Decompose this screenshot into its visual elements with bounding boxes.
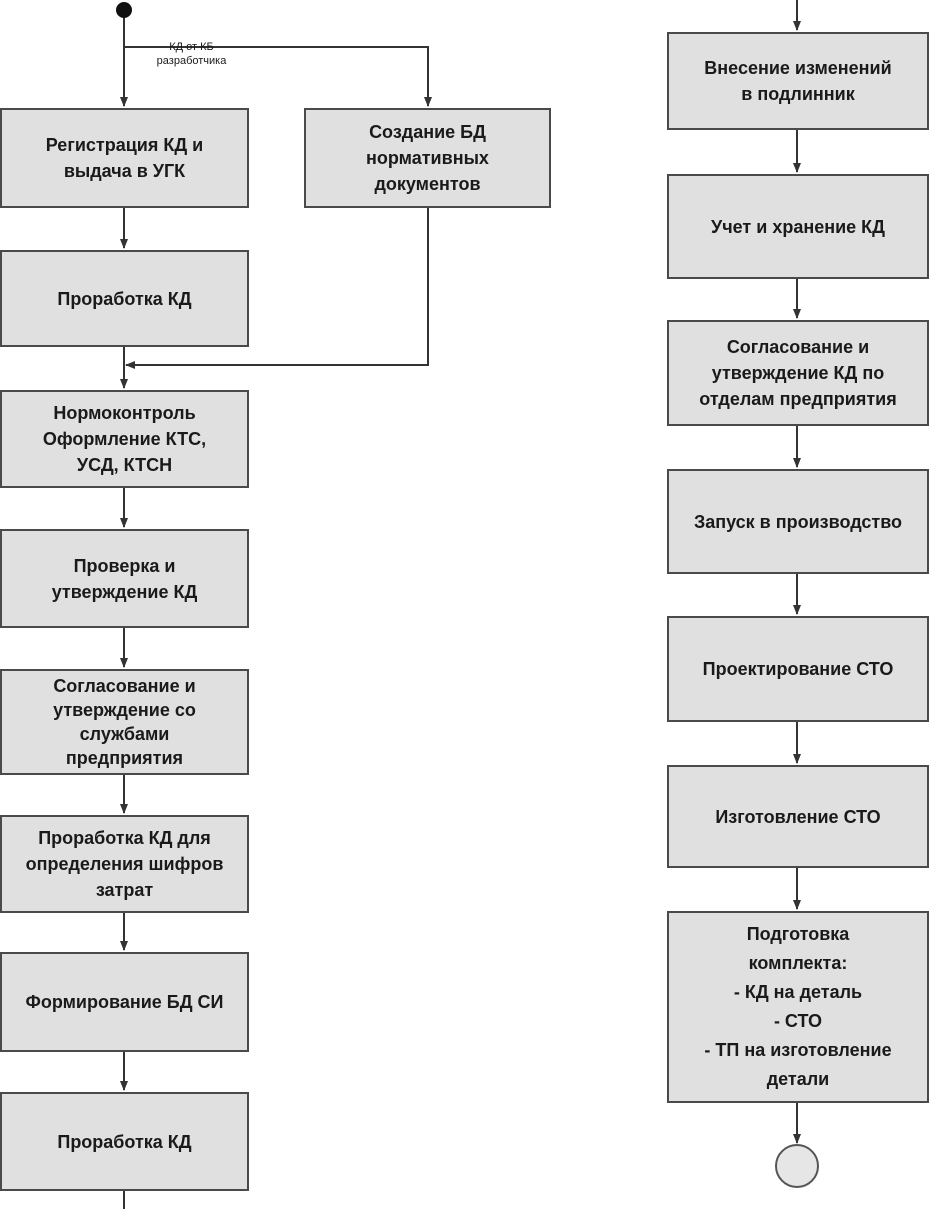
box-study-costs: Проработка КД для определения шифров зат… <box>0 815 249 913</box>
box-changes: Внесение изменений в подлинник <box>667 32 929 130</box>
end-node <box>775 1144 819 1188</box>
box-form-db: Формирование БД СИ <box>0 952 249 1052</box>
box-launch: Запуск в производство <box>667 469 929 574</box>
box-agree-depts: Согласование и утверждение КД по отделам… <box>667 320 929 426</box>
box-check: Проверка и утверждение КД <box>0 529 249 628</box>
box-study-2: Проработка КД <box>0 1092 249 1191</box>
start-node <box>116 2 132 18</box>
box-make-sto: Изготовление СТО <box>667 765 929 868</box>
input-note: КД от КБ разработчика <box>156 41 227 67</box>
box-study-1: Проработка КД <box>0 250 249 347</box>
box-agree-services: Согласование и утверждение со службами п… <box>0 669 249 775</box>
box-registration: Регистрация КД и выдача в УГК <box>0 108 249 208</box>
box-storage: Учет и хранение КД <box>667 174 929 279</box>
box-design-sto: Проектирование СТО <box>667 616 929 722</box>
box-kit: Подготовка комплекта: - КД на деталь - С… <box>667 911 929 1103</box>
box-create-db: Создание БД нормативных документов <box>304 108 551 208</box>
box-normcontrol: Нормоконтроль Оформление КТС, УСД, КТСН <box>0 390 249 488</box>
